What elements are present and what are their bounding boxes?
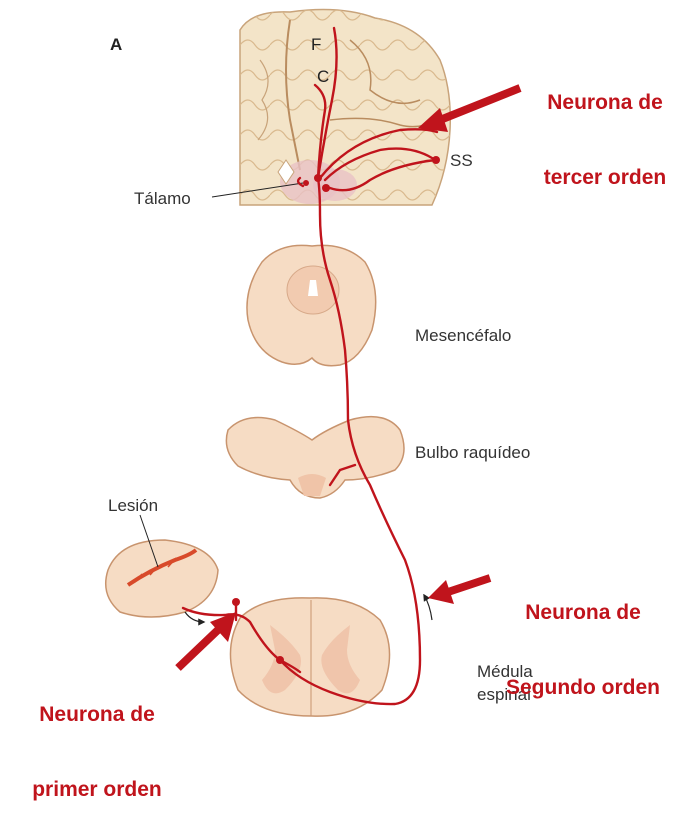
brain-section bbox=[240, 10, 450, 205]
neuron-somata bbox=[232, 156, 440, 664]
second-order-callout-arrow bbox=[448, 578, 490, 592]
callout-second-order-line1: Neurona de bbox=[488, 600, 678, 625]
second-order-soma bbox=[276, 656, 284, 664]
first-order-soma bbox=[232, 598, 240, 606]
thalamus-soma bbox=[314, 174, 322, 182]
callout-first-order-line1: Neurona de bbox=[12, 702, 182, 727]
label-talamo: Tálamo bbox=[134, 190, 191, 207]
medulla-section bbox=[226, 417, 404, 498]
callout-first-order-line2: primer orden bbox=[12, 777, 182, 802]
label-bulbo: Bulbo raquídeo bbox=[415, 444, 530, 461]
callout-third-order-line2: tercer orden bbox=[515, 165, 684, 190]
third-order-callout-arrow bbox=[440, 88, 520, 120]
thalamus-soma-2 bbox=[303, 180, 309, 186]
callout-third-order-line1: Neurona de bbox=[515, 90, 684, 115]
mesencephalon-section bbox=[247, 245, 376, 365]
panel-letter: A bbox=[110, 36, 122, 53]
label-ss: SS bbox=[450, 152, 473, 169]
label-c: C bbox=[317, 68, 329, 85]
direction-arrow-ascending bbox=[424, 595, 432, 620]
callout-first-order: Neurona de primer orden bbox=[12, 652, 182, 827]
label-f: F bbox=[311, 36, 321, 53]
spinal-cord-section bbox=[230, 598, 389, 716]
callout-second-order: Neurona de Segundo orden bbox=[488, 550, 678, 725]
callout-third-order: Neurona de tercer orden bbox=[515, 40, 684, 215]
callout-second-order-line2: Segundo orden bbox=[488, 675, 678, 700]
diagram-canvas: A F C SS Tálamo Mesencéfalo Bulbo raquíd… bbox=[0, 0, 684, 724]
label-mesencefalo: Mesencéfalo bbox=[415, 327, 511, 344]
label-lesion: Lesión bbox=[108, 497, 158, 514]
lesion-ganglion bbox=[106, 540, 218, 617]
first-order-callout-arrow bbox=[178, 628, 220, 668]
ss-soma bbox=[432, 156, 440, 164]
thalamus-soma-3 bbox=[322, 184, 330, 192]
